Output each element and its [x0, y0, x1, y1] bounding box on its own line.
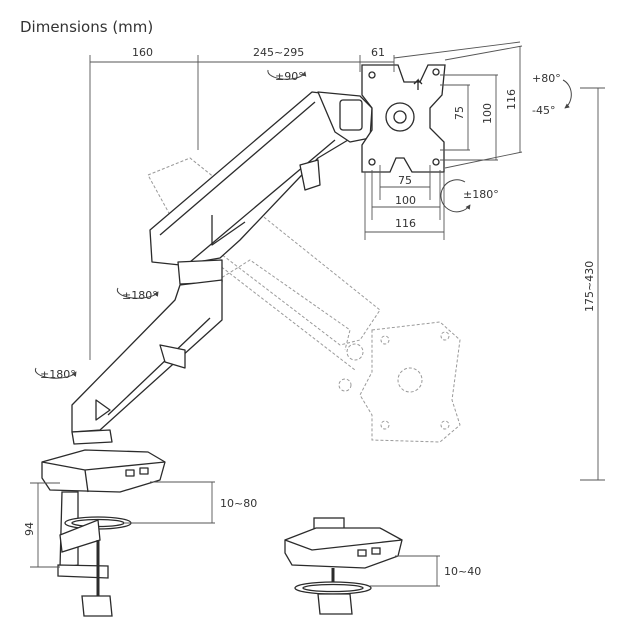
dimension-lines	[30, 41, 605, 587]
dim-vesa-outer-v: 116	[505, 89, 518, 110]
dim-height-range: 175~430	[583, 261, 596, 312]
rot-tilt-down: -45°	[532, 104, 555, 117]
dim-clamp-height: 94	[23, 522, 36, 536]
dim-arm-reach: 245~295	[253, 46, 304, 59]
dim-vesa-mid-h: 100	[395, 194, 416, 207]
vesa-plate	[361, 64, 446, 173]
dim-vesa-inner-v: 75	[453, 106, 466, 120]
dim-grommet-range: 10~40	[444, 565, 481, 578]
rot-plate-rotation: ±180°	[463, 188, 499, 201]
rotation-arcs	[34, 69, 572, 379]
dim-vesa-mid-v: 100	[481, 103, 494, 124]
dim-vesa-inner-h: 75	[398, 174, 412, 187]
dim-plate-depth: 61	[371, 46, 385, 59]
rot-head-swivel: ±90°	[275, 70, 304, 83]
dimension-labels: 160 245~295 61 75 100 116 75 100 116 175…	[23, 46, 596, 578]
dim-vesa-outer-h: 116	[395, 217, 416, 230]
rot-elbow: ±180°	[122, 289, 158, 302]
dim-clamp-range: 10~80	[220, 497, 257, 510]
dim-arm-offset: 160	[132, 46, 153, 59]
grommet-mount	[284, 517, 403, 615]
rot-base: ±180°	[40, 368, 76, 381]
rotation-labels: ±90° +80° -45° ±180° ±180° ±180°	[40, 70, 561, 381]
monitor-arm	[41, 91, 373, 493]
clamp-mount	[57, 491, 132, 617]
rot-tilt-up: +80°	[532, 72, 561, 85]
diagram-title: Dimensions (mm)	[20, 18, 154, 36]
